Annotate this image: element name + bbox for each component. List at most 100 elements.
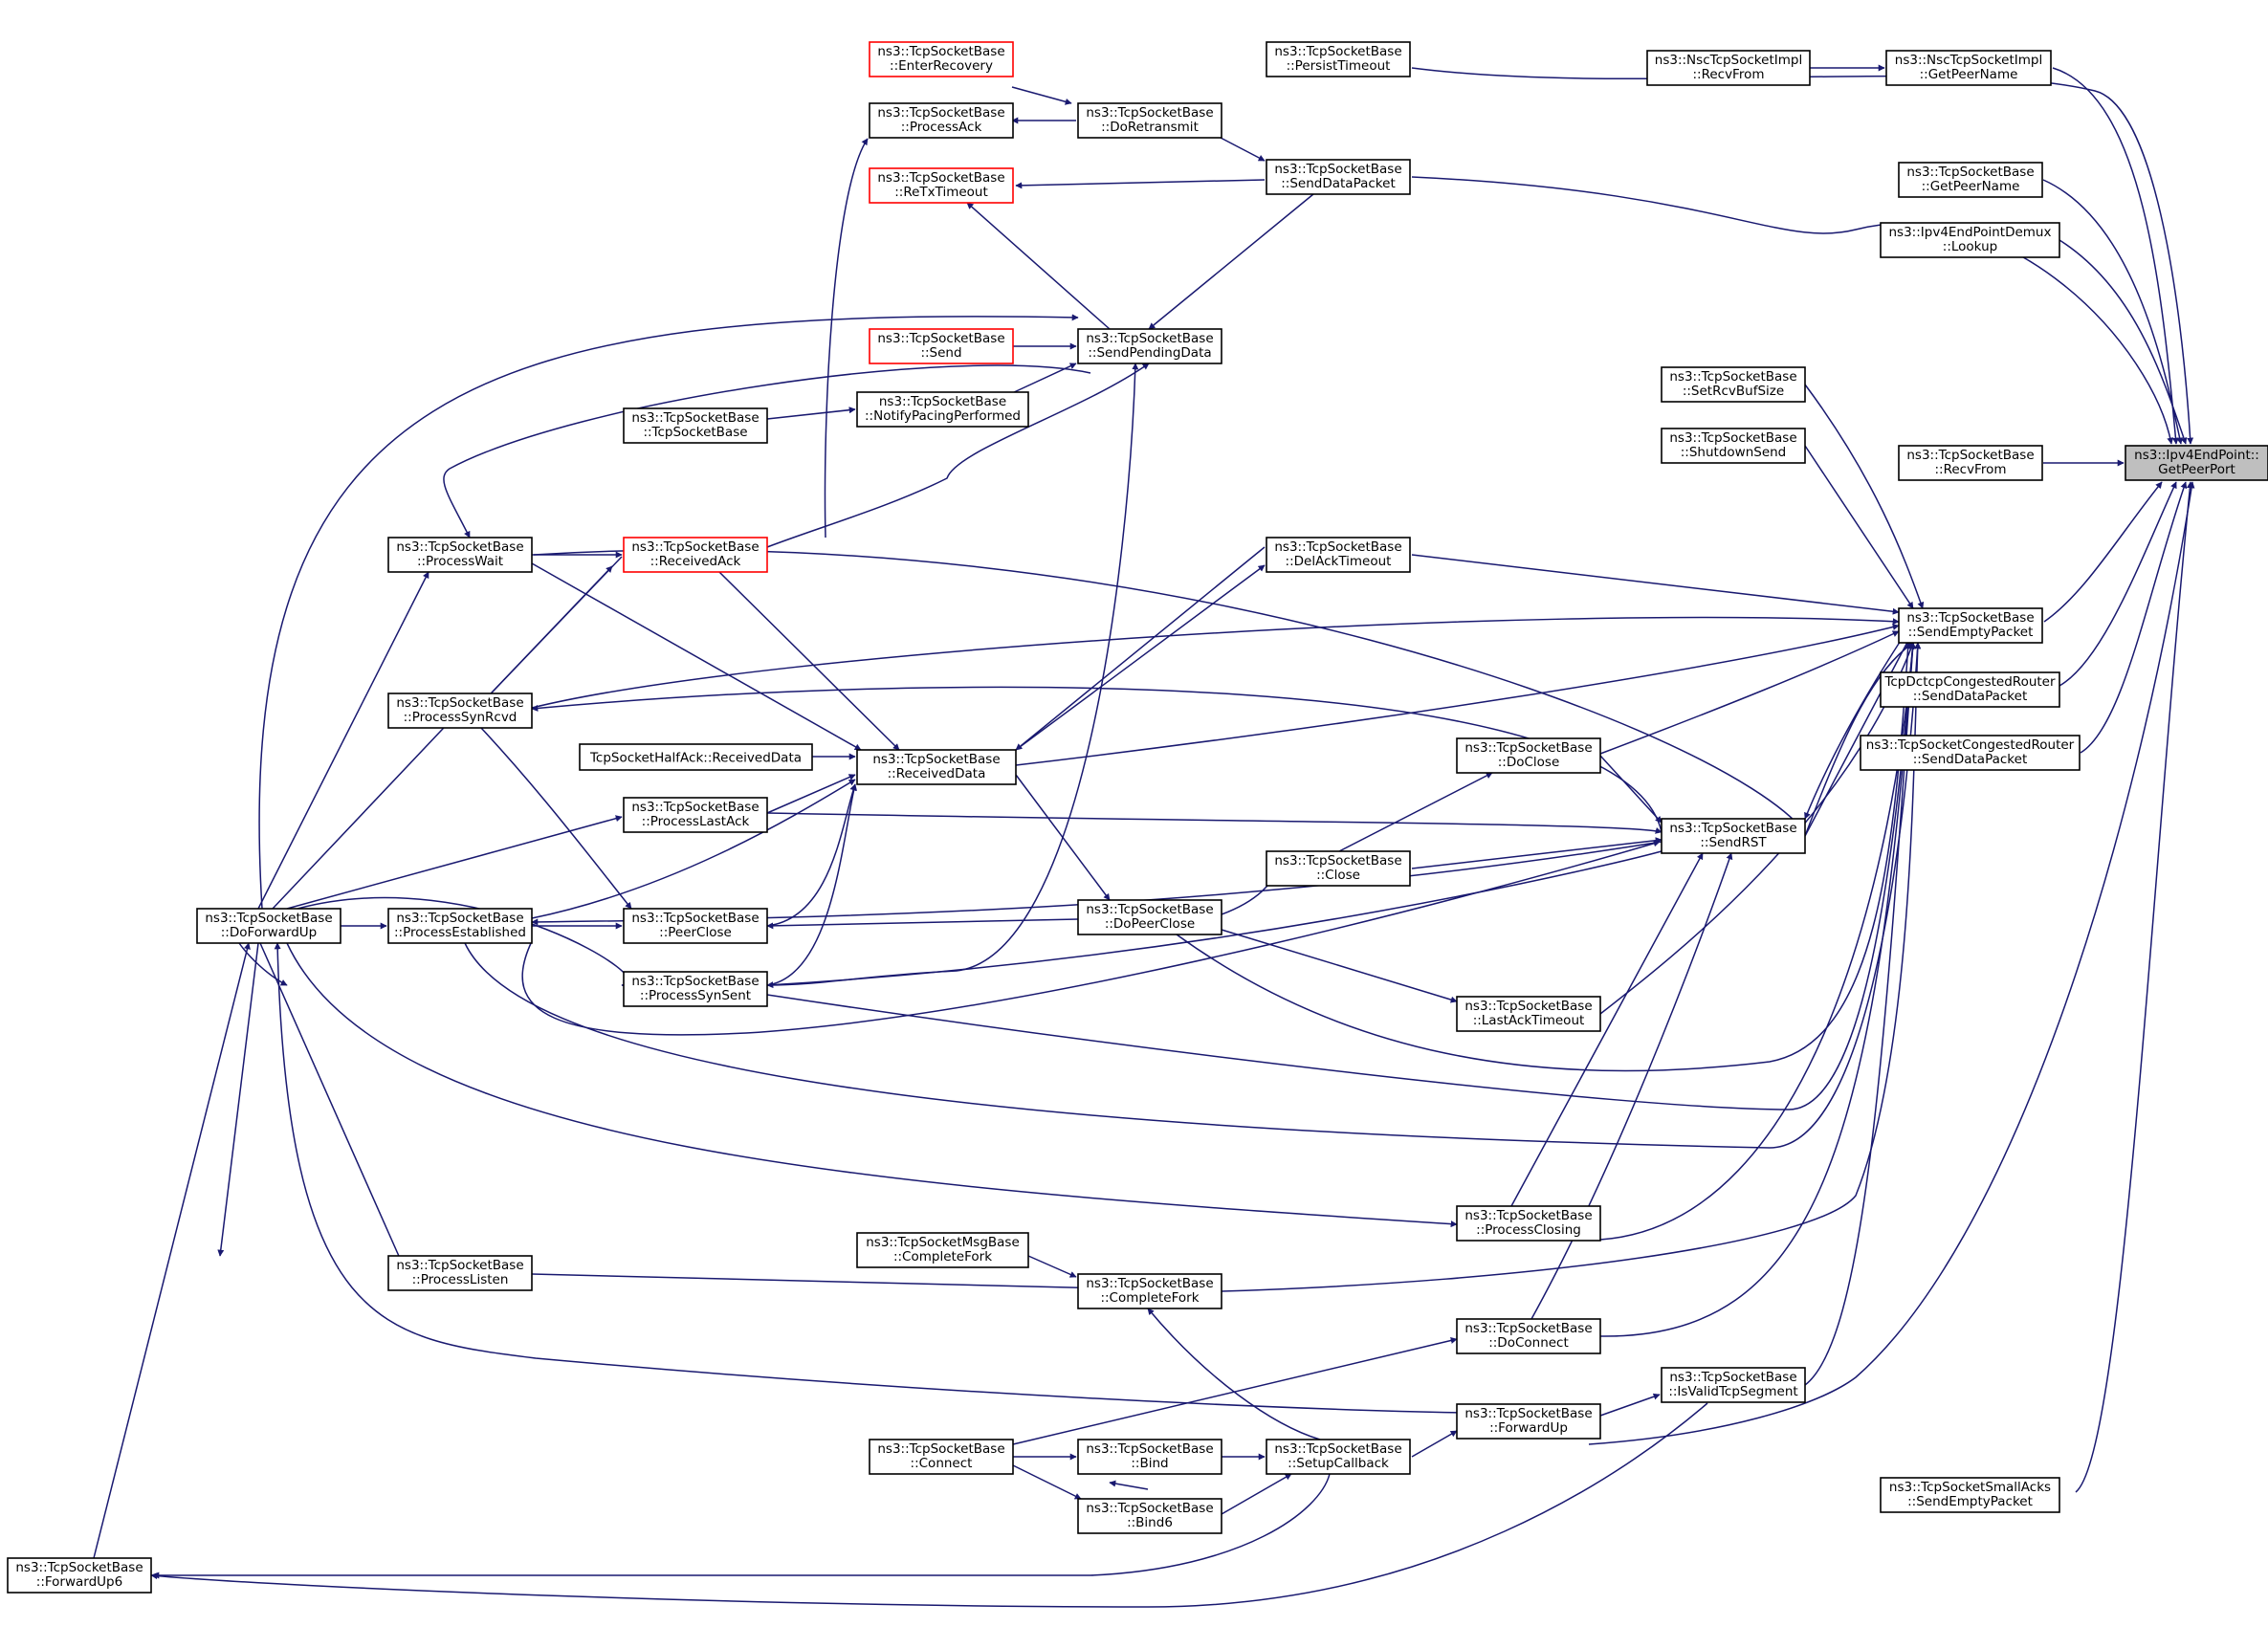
function-node[interactable]: ns3::TcpSocketBase::DelAckTimeout [1266, 537, 1411, 573]
function-node[interactable]: ns3::TcpSocketBase::ProcessAck [869, 102, 1014, 139]
node-label-line: ::CompleteFork [1100, 1290, 1199, 1306]
function-node[interactable]: ns3::TcpSocketBase::TcpSocketBase [623, 407, 768, 444]
node-label-line: TcpDctcpCongestedRouter [1883, 674, 2056, 690]
call-edge [966, 202, 1111, 330]
function-node[interactable]: ns3::TcpSocketBase::ReceivedData [856, 749, 1017, 785]
function-node[interactable]: ns3::TcpSocketBase::CompleteFork [1077, 1273, 1222, 1309]
call-edge [1015, 624, 1900, 766]
call-edge [464, 710, 632, 910]
function-node[interactable]: ns3::TcpSocketBase::LastAckTimeout [1456, 996, 1601, 1032]
node-label-line: ::ForwardUp6 [36, 1574, 122, 1590]
function-node[interactable]: ns3::TcpSocketBase::SetRcvBufSize [1661, 366, 1806, 403]
function-node[interactable]: ns3::TcpSocketBase::DoConnect [1456, 1318, 1601, 1354]
root-function-node[interactable]: ns3::Ipv4EndPoint::GetPeerPort [2125, 445, 2268, 481]
function-node[interactable]: ns3::TcpSocketBase::ProcessListen [387, 1255, 533, 1291]
node-label-line: ns3::TcpSocketBase [1669, 430, 1796, 446]
call-edge [766, 407, 856, 420]
function-node[interactable]: ns3::TcpSocketBase::ShutdownSend [1661, 428, 1806, 464]
node-label-line: ::PeerClose [659, 925, 732, 940]
function-node[interactable]: ns3::TcpSocketBase::ProcessLastAck [623, 797, 768, 833]
call-edge [1804, 642, 1917, 1386]
call-edge [1411, 176, 2174, 445]
call-edge [1220, 137, 1266, 162]
function-node[interactable]: ns3::TcpSocketBase::DoClose [1456, 737, 1601, 774]
function-node[interactable]: ns3::TcpSocketBase::ForwardUp6 [7, 1557, 152, 1594]
function-node[interactable]: ns3::TcpSocketBase::GetPeerName [1898, 162, 2043, 198]
call-edge [521, 840, 1661, 1036]
node-label-line: ns3::TcpSocketBase [1274, 44, 1401, 59]
node-label-line: ::ProcessAck [901, 120, 982, 135]
call-edge [272, 713, 458, 910]
node-label-line: ns3::TcpSocketBase [631, 911, 759, 926]
function-node[interactable]: ns3::TcpSocketBase::ProcessClosing [1456, 1205, 1601, 1242]
call-edge [2043, 481, 2163, 623]
function-node[interactable]: TcpSocketHalfAck::ReceivedData [579, 743, 813, 771]
call-edge [1015, 179, 1266, 189]
function-node[interactable]: ns3::TcpSocketBase::SendPendingData [1077, 328, 1222, 364]
function-node[interactable]: ns3::TcpSocketSmallAcks::SendEmptyPacket [1880, 1477, 2060, 1513]
call-edge [2080, 481, 2188, 754]
call-edge [1804, 445, 1914, 609]
function-node[interactable]: ns3::NscTcpSocketImpl::RecvFrom [1646, 50, 1811, 86]
call-edge [1599, 1393, 1661, 1417]
function-node[interactable]: ns3::TcpSocketBase::PeerClose [623, 908, 768, 944]
function-node[interactable]: ns3::TcpSocketBase::RecvFrom [1898, 445, 2043, 481]
node-label-line: ns3::TcpSocketBase [1464, 1406, 1592, 1421]
function-node[interactable]: ns3::TcpSocketBase::Close [1266, 850, 1411, 887]
function-node[interactable]: ns3::TcpSocketBase::SendDataPacket [1266, 159, 1411, 195]
node-label-line: ::Send [920, 345, 961, 361]
function-node[interactable]: ns3::TcpSocketBase::EnterRecovery [869, 41, 1014, 77]
function-node[interactable]: ns3::TcpSocketBase::ProcessSynSent [623, 971, 768, 1007]
call-edge [1804, 630, 1914, 837]
node-label-line: ::SetupCallback [1288, 1456, 1389, 1471]
node-label-line: ::ProcessLastAck [642, 814, 750, 829]
function-node[interactable]: ns3::TcpSocketBase::Connect [869, 1439, 1014, 1475]
function-node[interactable]: ns3::TcpSocketBase::ProcessWait [387, 537, 533, 573]
node-label-line: ::GetPeerName [1920, 67, 2018, 82]
function-node[interactable]: ns3::TcpSocketBase::SetupCallback [1266, 1439, 1411, 1475]
call-edge [1176, 642, 1912, 1072]
function-node[interactable]: ns3::TcpSocketBase::ReTxTimeout [869, 167, 1014, 204]
node-label-line: ns3::TcpSocketBase [879, 394, 1006, 409]
node-label-line: ns3::TcpSocketBase [1464, 740, 1592, 756]
node-label-line: ns3::TcpSocketBase [1669, 369, 1796, 385]
function-node[interactable]: ns3::TcpSocketBase::ProcessSynRcvd [387, 693, 533, 729]
function-node[interactable]: ns3::TcpSocketBase::Send [869, 328, 1014, 364]
node-label-line: ::ProcessEstablished [394, 925, 526, 940]
function-node[interactable]: ns3::TcpSocketBase::Bind6 [1077, 1498, 1222, 1534]
call-edge [1411, 67, 2194, 445]
function-node[interactable]: ns3::TcpSocketBase::IsValidTcpSegment [1661, 1367, 1806, 1403]
call-edge [1148, 193, 1314, 330]
node-label-line: ns3::TcpSocketBase [1464, 999, 1592, 1014]
function-node[interactable]: ns3::NscTcpSocketImpl::GetPeerName [1885, 50, 2052, 86]
function-node[interactable]: ns3::TcpSocketBase::PersistTimeout [1266, 41, 1411, 77]
function-node[interactable]: ns3::TcpSocketMsgBase::CompleteFork [856, 1232, 1029, 1268]
function-node[interactable]: ns3::TcpSocketBase::DoRetransmit [1077, 102, 1222, 139]
call-edge [152, 1473, 1331, 1579]
function-node[interactable]: ns3::TcpSocketBase::ReceivedAck [623, 537, 768, 573]
function-node[interactable]: ns3::TcpSocketBase::SendRST [1661, 818, 1806, 854]
function-node[interactable]: ns3::Ipv4EndPointDemux::Lookup [1880, 222, 2060, 258]
function-node[interactable]: ns3::TcpSocketBase::DoPeerClose [1077, 899, 1222, 935]
call-edge [1411, 554, 1900, 615]
call-edge [1411, 1430, 1458, 1458]
function-node[interactable]: ns3::TcpSocketBase::ForwardUp [1456, 1403, 1601, 1440]
node-label-line: ::ProcessSynRcvd [404, 710, 517, 725]
call-edge [257, 571, 429, 910]
function-node[interactable]: ns3::TcpSocketBase::DoForwardUp [196, 908, 341, 944]
function-node[interactable]: ns3::TcpSocketCongestedRouter::SendDataP… [1860, 735, 2081, 771]
node-label-line: ns3::TcpSocketBase [631, 974, 759, 989]
function-node[interactable]: TcpDctcpCongestedRouter::SendDataPacket [1880, 671, 2060, 708]
call-edge [1338, 772, 1493, 852]
call-edge [1012, 1464, 1082, 1500]
node-label-line: ::Close [1316, 868, 1360, 883]
function-node[interactable]: ns3::TcpSocketBase::Bind [1077, 1439, 1222, 1475]
function-node[interactable]: ns3::TcpSocketBase::ProcessEstablished [387, 908, 533, 944]
function-node[interactable]: ns3::TcpSocketBase::NotifyPacingPerforme… [856, 391, 1029, 428]
node-label-line: ns3::TcpSocketBase [1086, 1276, 1213, 1291]
node-label-line: GetPeerPort [2158, 462, 2235, 477]
function-node[interactable]: ns3::TcpSocketBase::SendEmptyPacket [1898, 607, 2043, 644]
node-label-line: ::DoPeerClose [1105, 916, 1195, 932]
call-edge [1510, 852, 1704, 1207]
